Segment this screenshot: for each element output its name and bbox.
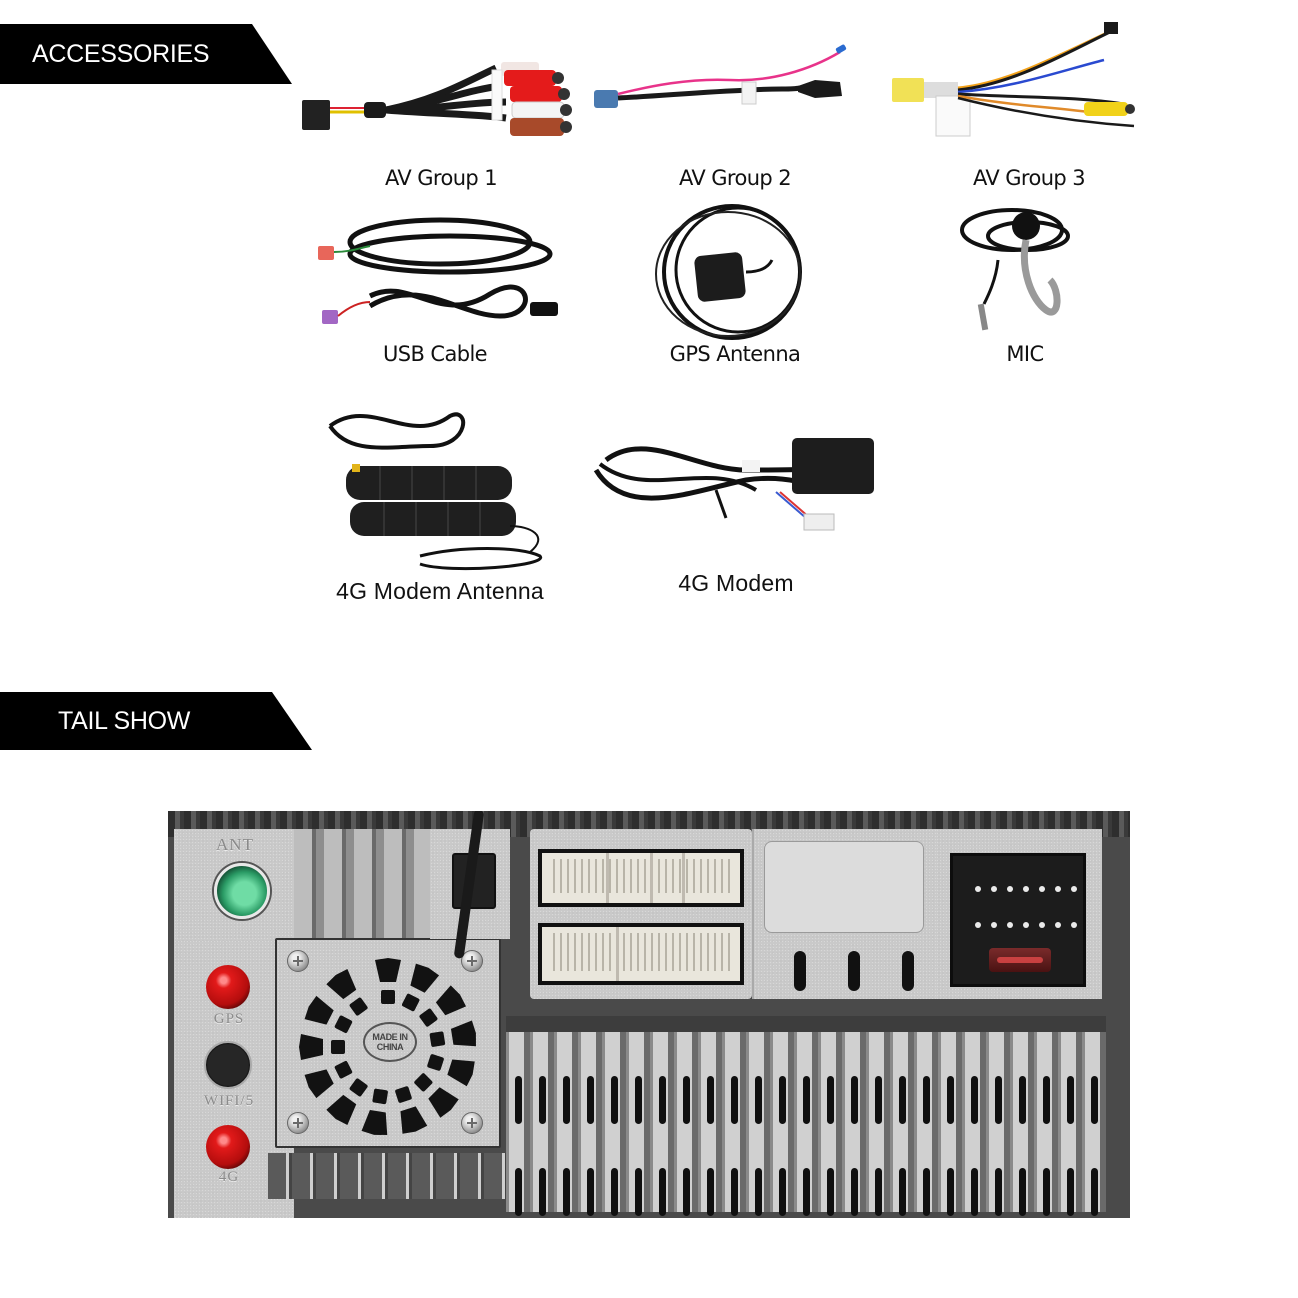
vent-slot <box>794 951 806 991</box>
microphone-icon <box>960 208 1070 331</box>
wifi-port-label: WIFI/5 <box>203 1093 255 1109</box>
accessory-label: AV Group 2 <box>678 166 792 190</box>
accessory-label: AV Group 3 <box>972 166 1086 190</box>
rca-av-harness-icon <box>302 62 572 136</box>
screw-icon <box>461 950 483 972</box>
label-plate-block <box>752 829 936 999</box>
vent-slot <box>848 951 860 991</box>
accessory-av-group-1: AV Group 1 <box>296 30 586 200</box>
accessory-4g-modem-antenna: 4G Modem Antenna <box>310 406 570 610</box>
accessory-label: AV Group 1 <box>384 166 498 190</box>
blank-label-plate <box>764 841 924 933</box>
rf-port-column: GPS WIFI/5 4G <box>182 941 266 1218</box>
modem-icon <box>593 438 874 531</box>
accessories-banner: ACCESSORIES <box>0 24 292 84</box>
harness-connector-block <box>530 829 752 999</box>
radio-antenna-port[interactable] <box>214 863 270 919</box>
accessory-mic: MIC <box>900 200 1150 374</box>
accessory-av-group-2: AV Group 2 <box>590 30 880 200</box>
usb-cable-icon <box>318 217 558 324</box>
accessory-av-group-3: AV Group 3 <box>884 18 1174 200</box>
accessory-usb-cable: USB Cable <box>300 206 570 374</box>
screw-icon <box>287 950 309 972</box>
screw-icon <box>461 1112 483 1134</box>
fan-vent-icon <box>299 958 478 1137</box>
camera-harness-icon <box>892 22 1135 137</box>
rear-heatsink-fins <box>506 1016 1118 1216</box>
ant-port-label: ANT <box>216 835 254 854</box>
radio-antenna-block: ANT <box>176 829 294 941</box>
fuse-icon <box>989 948 1051 972</box>
accessory-label: MIC <box>1006 342 1044 366</box>
accessory-4g-modem: 4G Modem <box>586 430 886 602</box>
accessory-label: 4G Modem <box>678 570 794 596</box>
upper-fins <box>294 829 456 939</box>
cooling-fan-grille: MADE IN CHINA <box>275 938 501 1148</box>
av-cable-icon <box>594 44 847 108</box>
tail-show-title: TAIL SHOW <box>58 706 191 735</box>
gps-port-label: GPS <box>213 1011 245 1027</box>
antenna-icon <box>328 412 542 571</box>
made-in-china-badge: MADE IN CHINA <box>363 1022 417 1062</box>
accessory-label: USB Cable <box>383 342 488 366</box>
gps-antenna-icon <box>655 204 802 340</box>
screw-icon <box>287 1112 309 1134</box>
lower-harness-socket[interactable] <box>538 923 744 985</box>
iso-power-socket[interactable] <box>950 853 1086 987</box>
head-unit-rear-panel: ANT GPS WIFI/5 4G <box>168 811 1130 1218</box>
vent-slot <box>902 951 914 991</box>
iso-power-connector-block <box>936 829 1102 999</box>
accessory-label: GPS Antenna <box>669 342 801 366</box>
usb-connector-block <box>430 811 510 959</box>
gps-antenna-port[interactable] <box>206 965 250 1009</box>
upper-harness-socket[interactable] <box>538 849 744 907</box>
accessory-gps-antenna: GPS Antenna <box>600 200 870 374</box>
accessory-label: 4G Modem Antenna <box>336 578 544 604</box>
lte-antenna-port[interactable] <box>206 1125 250 1169</box>
lower-left-fins <box>268 1153 508 1199</box>
wifi-antenna-port[interactable] <box>204 1041 252 1089</box>
lte-port-label: 4G <box>218 1169 240 1185</box>
accessories-title: ACCESSORIES <box>32 39 210 68</box>
tail-show-banner: TAIL SHOW <box>0 692 312 750</box>
